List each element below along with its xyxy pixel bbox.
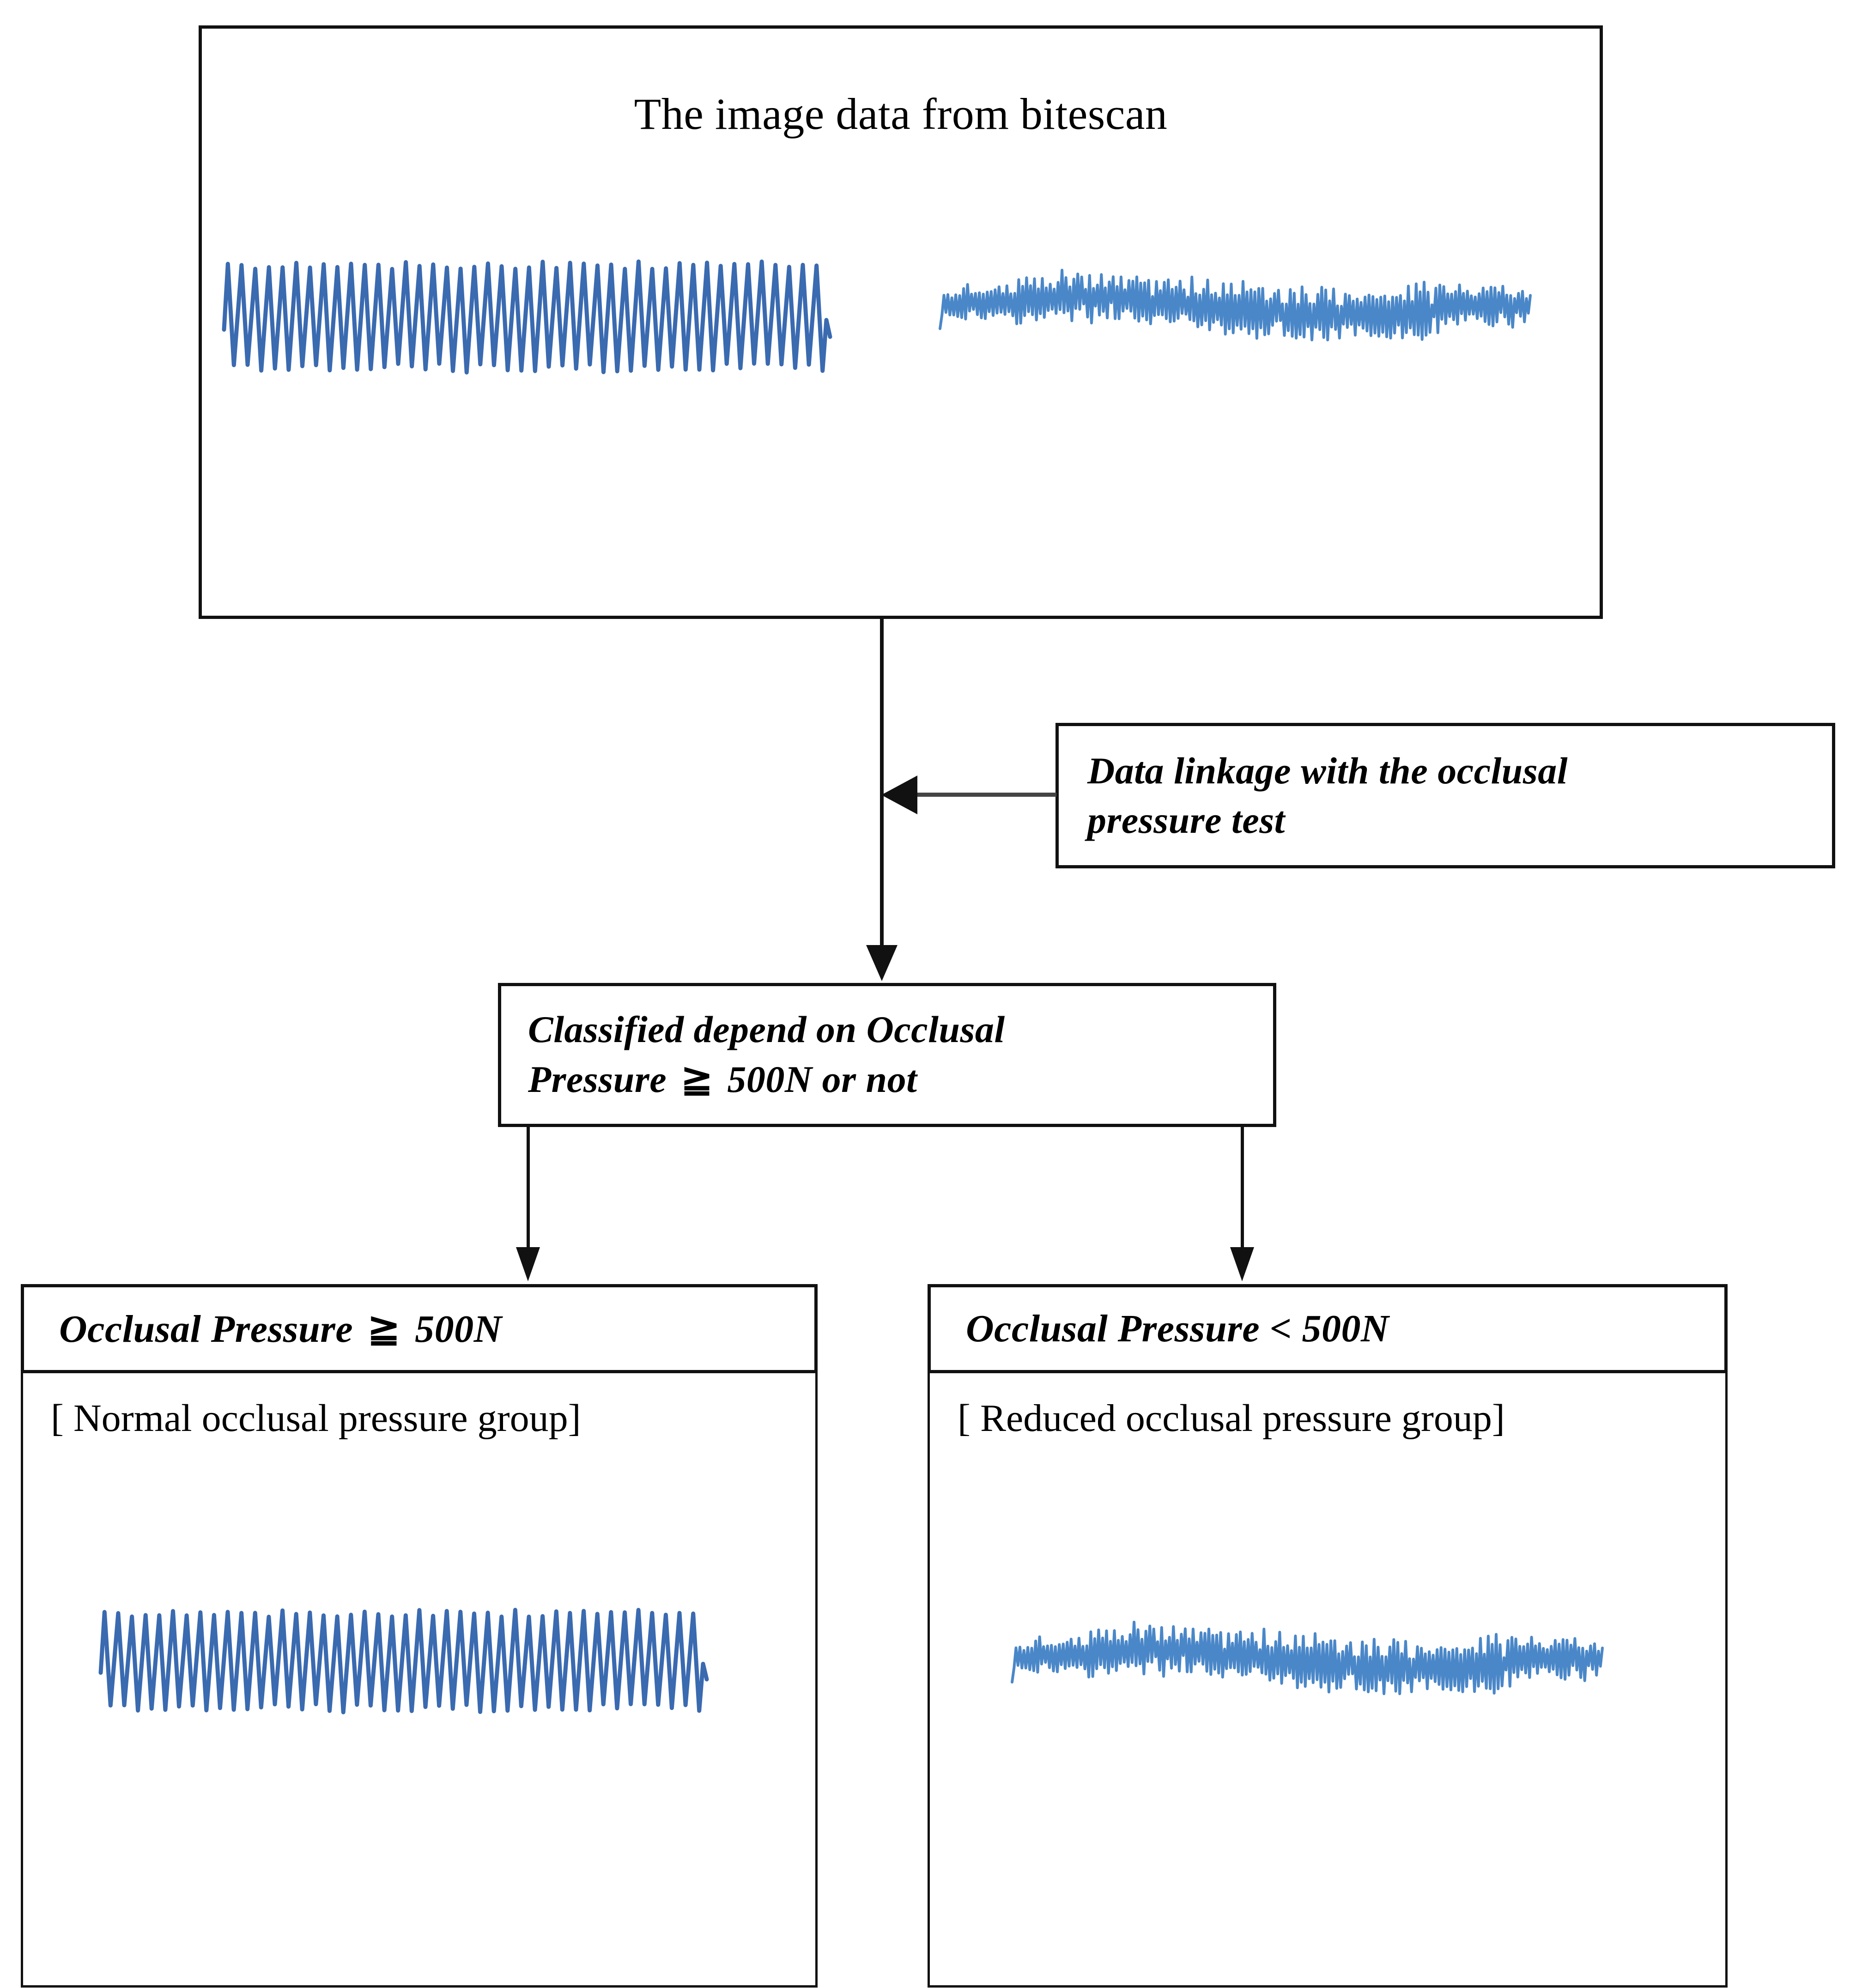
- classify-to-normal-arrowhead: [516, 1247, 540, 1281]
- reduced-group-subtitle: [ Reduced occlusal pressure group]: [958, 1397, 1505, 1440]
- waveform-weak-svg: [1011, 1620, 1604, 1695]
- classify-line2-after: 500N or not: [727, 1058, 917, 1101]
- normal-header-after: 500N: [415, 1308, 502, 1351]
- waveform-strong-svg: [98, 1607, 709, 1715]
- classify-text-line1: Classified depend on Occlusal: [528, 1008, 1005, 1050]
- normal-group-subtitle: [ Normal occlusal pressure group]: [51, 1397, 581, 1440]
- classification-criteria-box: Classified depend on Occlusal Pressure ≧…: [498, 983, 1276, 1127]
- classify-to-reduced-arrowhead: [1230, 1247, 1254, 1281]
- normal-group-body: [ Normal occlusal pressure group]: [21, 1373, 818, 1988]
- reduced-group-header-text: Occlusal Pressure < 500N: [966, 1306, 1389, 1351]
- linkage-to-flow-line: [917, 793, 1056, 797]
- classify-to-reduced-line: [1241, 1127, 1244, 1250]
- linkage-text-line1: Data linkage with the occlusal: [1087, 750, 1568, 792]
- normal-group-waveform: [97, 1600, 711, 1715]
- linkage-text-line2: pressure test: [1087, 799, 1285, 841]
- classify-line2-before: Pressure: [528, 1058, 667, 1101]
- linkage-to-flow-arrowhead: [881, 776, 917, 814]
- classify-to-normal-line: [527, 1127, 530, 1250]
- greater-equal-icon: ≧: [367, 1308, 400, 1351]
- reduced-header-before: Occlusal Pressure <: [966, 1307, 1292, 1350]
- data-linkage-box: Data linkage with the occlusal pressure …: [1055, 723, 1835, 868]
- normal-group-header: Occlusal Pressure ≧ 500N: [21, 1284, 818, 1373]
- reduced-occlusal-pressure-waveform: [936, 255, 1537, 343]
- greater-equal-icon: ≧: [681, 1058, 713, 1101]
- waveform-weak-svg: [939, 268, 1532, 341]
- reduced-group-body: [ Reduced occlusal pressure group]: [928, 1373, 1728, 1988]
- top-to-classify-arrowhead: [866, 945, 898, 981]
- normal-header-before: Occlusal Pressure: [59, 1308, 353, 1351]
- normal-group-header-text: Occlusal Pressure ≧ 500N: [59, 1306, 502, 1352]
- waveform-strong-svg: [222, 259, 832, 375]
- page-title: The image data from bitescan: [634, 89, 1168, 139]
- source-data-box: The image data from bitescan: [199, 25, 1603, 619]
- normal-occlusal-pressure-waveform: [220, 250, 835, 375]
- reduced-group-waveform: [1008, 1606, 1609, 1697]
- reduced-group-header: Occlusal Pressure < 500N: [928, 1284, 1728, 1373]
- normal-pressure-group-box: Occlusal Pressure ≧ 500N [ Normal occlus…: [21, 1284, 818, 1988]
- classify-text-line2: Pressure ≧ 500N or not: [528, 1055, 1273, 1104]
- reduced-header-after: 500N: [1302, 1307, 1389, 1350]
- reduced-pressure-group-box: Occlusal Pressure < 500N [ Reduced occlu…: [928, 1284, 1728, 1988]
